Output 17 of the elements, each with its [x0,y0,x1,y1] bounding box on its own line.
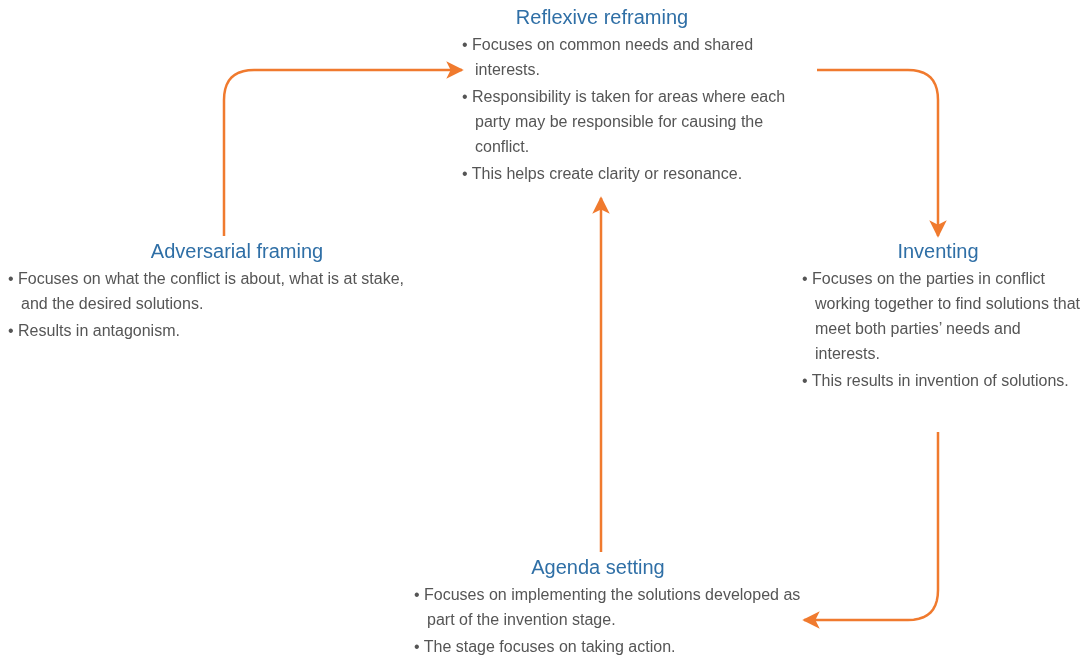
stage-heading: Adversarial framing [149,239,325,264]
stage-heading: Agenda setting [530,555,666,580]
bullet-text: • This results in invention of solutions. [802,371,1070,391]
bullet-text: • The stage focuses on taking action. [414,637,677,657]
arrow [222,61,464,236]
arrow [592,196,610,552]
bullet-text: • Focuses on implementing the solutions developed as part of the invention stage. [414,585,802,630]
arrow [802,432,940,629]
bullet-text: • Results in antagonism. [8,321,181,341]
bullet-text: • Focuses on the parties in conflict working together to find solutions that meet both parties’ needs and interests. [802,269,1082,364]
arrow [817,68,947,238]
bullet-text: • This helps create clarity or resonance. [462,164,744,184]
bullet-text: • Responsibility is taken for areas where each party may be responsible for causing the conflict. [462,87,787,157]
stage-heading: Reflexive reframing [514,5,690,30]
bullet-text: • Focuses on what the conflict is about, what is at stake, and the desired solutions. [8,269,406,314]
stage-heading: Inventing [896,239,980,264]
bullet-text: • Focuses on common needs and shared interests. [462,35,755,80]
